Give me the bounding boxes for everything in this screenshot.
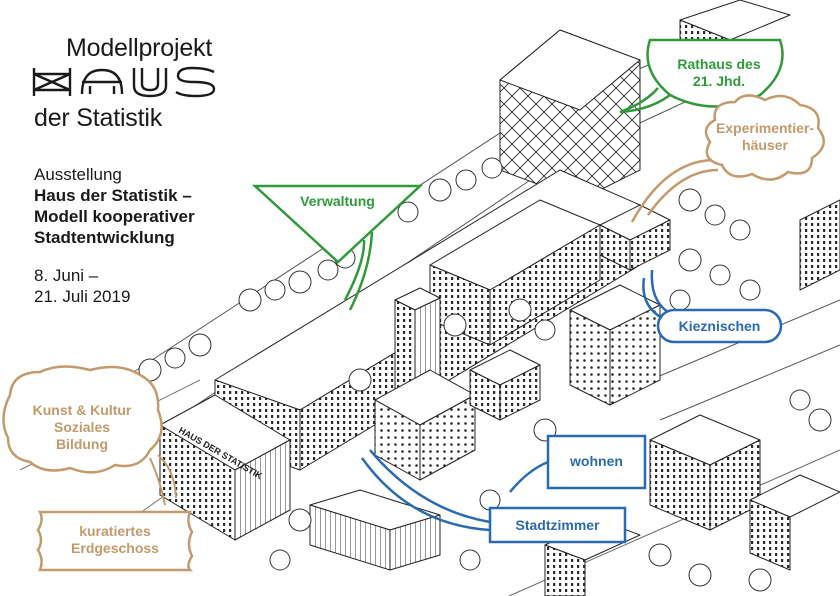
erdgeschoss-label: kuratiertes Erdgeschoss (42, 523, 188, 557)
haus-logo-mark (32, 66, 216, 98)
haus-logo (30, 64, 220, 105)
stadtzimmer-label: Stadtzimmer (515, 517, 600, 533)
brand-modellprojekt: Modellprojekt (66, 34, 213, 62)
exhibition-title-line2: Modell kooperativer (34, 207, 195, 226)
rathaus-label-line1: Rathaus des (677, 56, 761, 72)
experimentier-label: Experimentier- häuser (710, 120, 820, 154)
kunst-label: Kunst & Kultur Soziales Bildung (12, 402, 152, 453)
exhibition-date-start: 8. Juni – (34, 266, 99, 285)
exhibition-title-line3: Stadtentwicklung (34, 228, 175, 247)
kunst-label-line3: Bildung (55, 436, 109, 452)
verwaltung-label: Verwaltung (300, 193, 375, 209)
experimentier-label-line2: häuser (742, 137, 788, 153)
kieznischen-callout (642, 269, 783, 344)
kunst-label-line2: Soziales (53, 419, 111, 435)
exhibition-title-line1: Haus der Statistik – (34, 186, 192, 205)
erdgeschoss-label-line1: kuratiertes (79, 523, 151, 539)
erdgeschoss-callout (36, 510, 194, 572)
experimentier-label-line1: Experimentier- (715, 120, 815, 136)
erdgeschoss-label-line2: Erdgeschoss (71, 540, 159, 556)
exhibition-date-end: 21. Juli 2019 (34, 287, 131, 306)
kunst-callout (2, 365, 177, 506)
kunst-label-line1: Kunst & Kultur (32, 402, 132, 418)
wohnen-label: wohnen (570, 453, 623, 469)
verwaltung-callout (251, 184, 424, 311)
rathaus-label-line2: 21. Jhd. (692, 73, 746, 89)
wohnen-callout (509, 434, 647, 493)
exhibition-label: Ausstellung (34, 165, 122, 184)
experimentier-callout (630, 94, 825, 223)
brand-der-statistik: der Statistik (34, 104, 163, 132)
rathaus-label: Rathaus des 21. Jhd. (675, 56, 763, 90)
kieznischen-label: Kieznischen (678, 318, 761, 334)
stadtzimmer-callout (360, 449, 627, 544)
